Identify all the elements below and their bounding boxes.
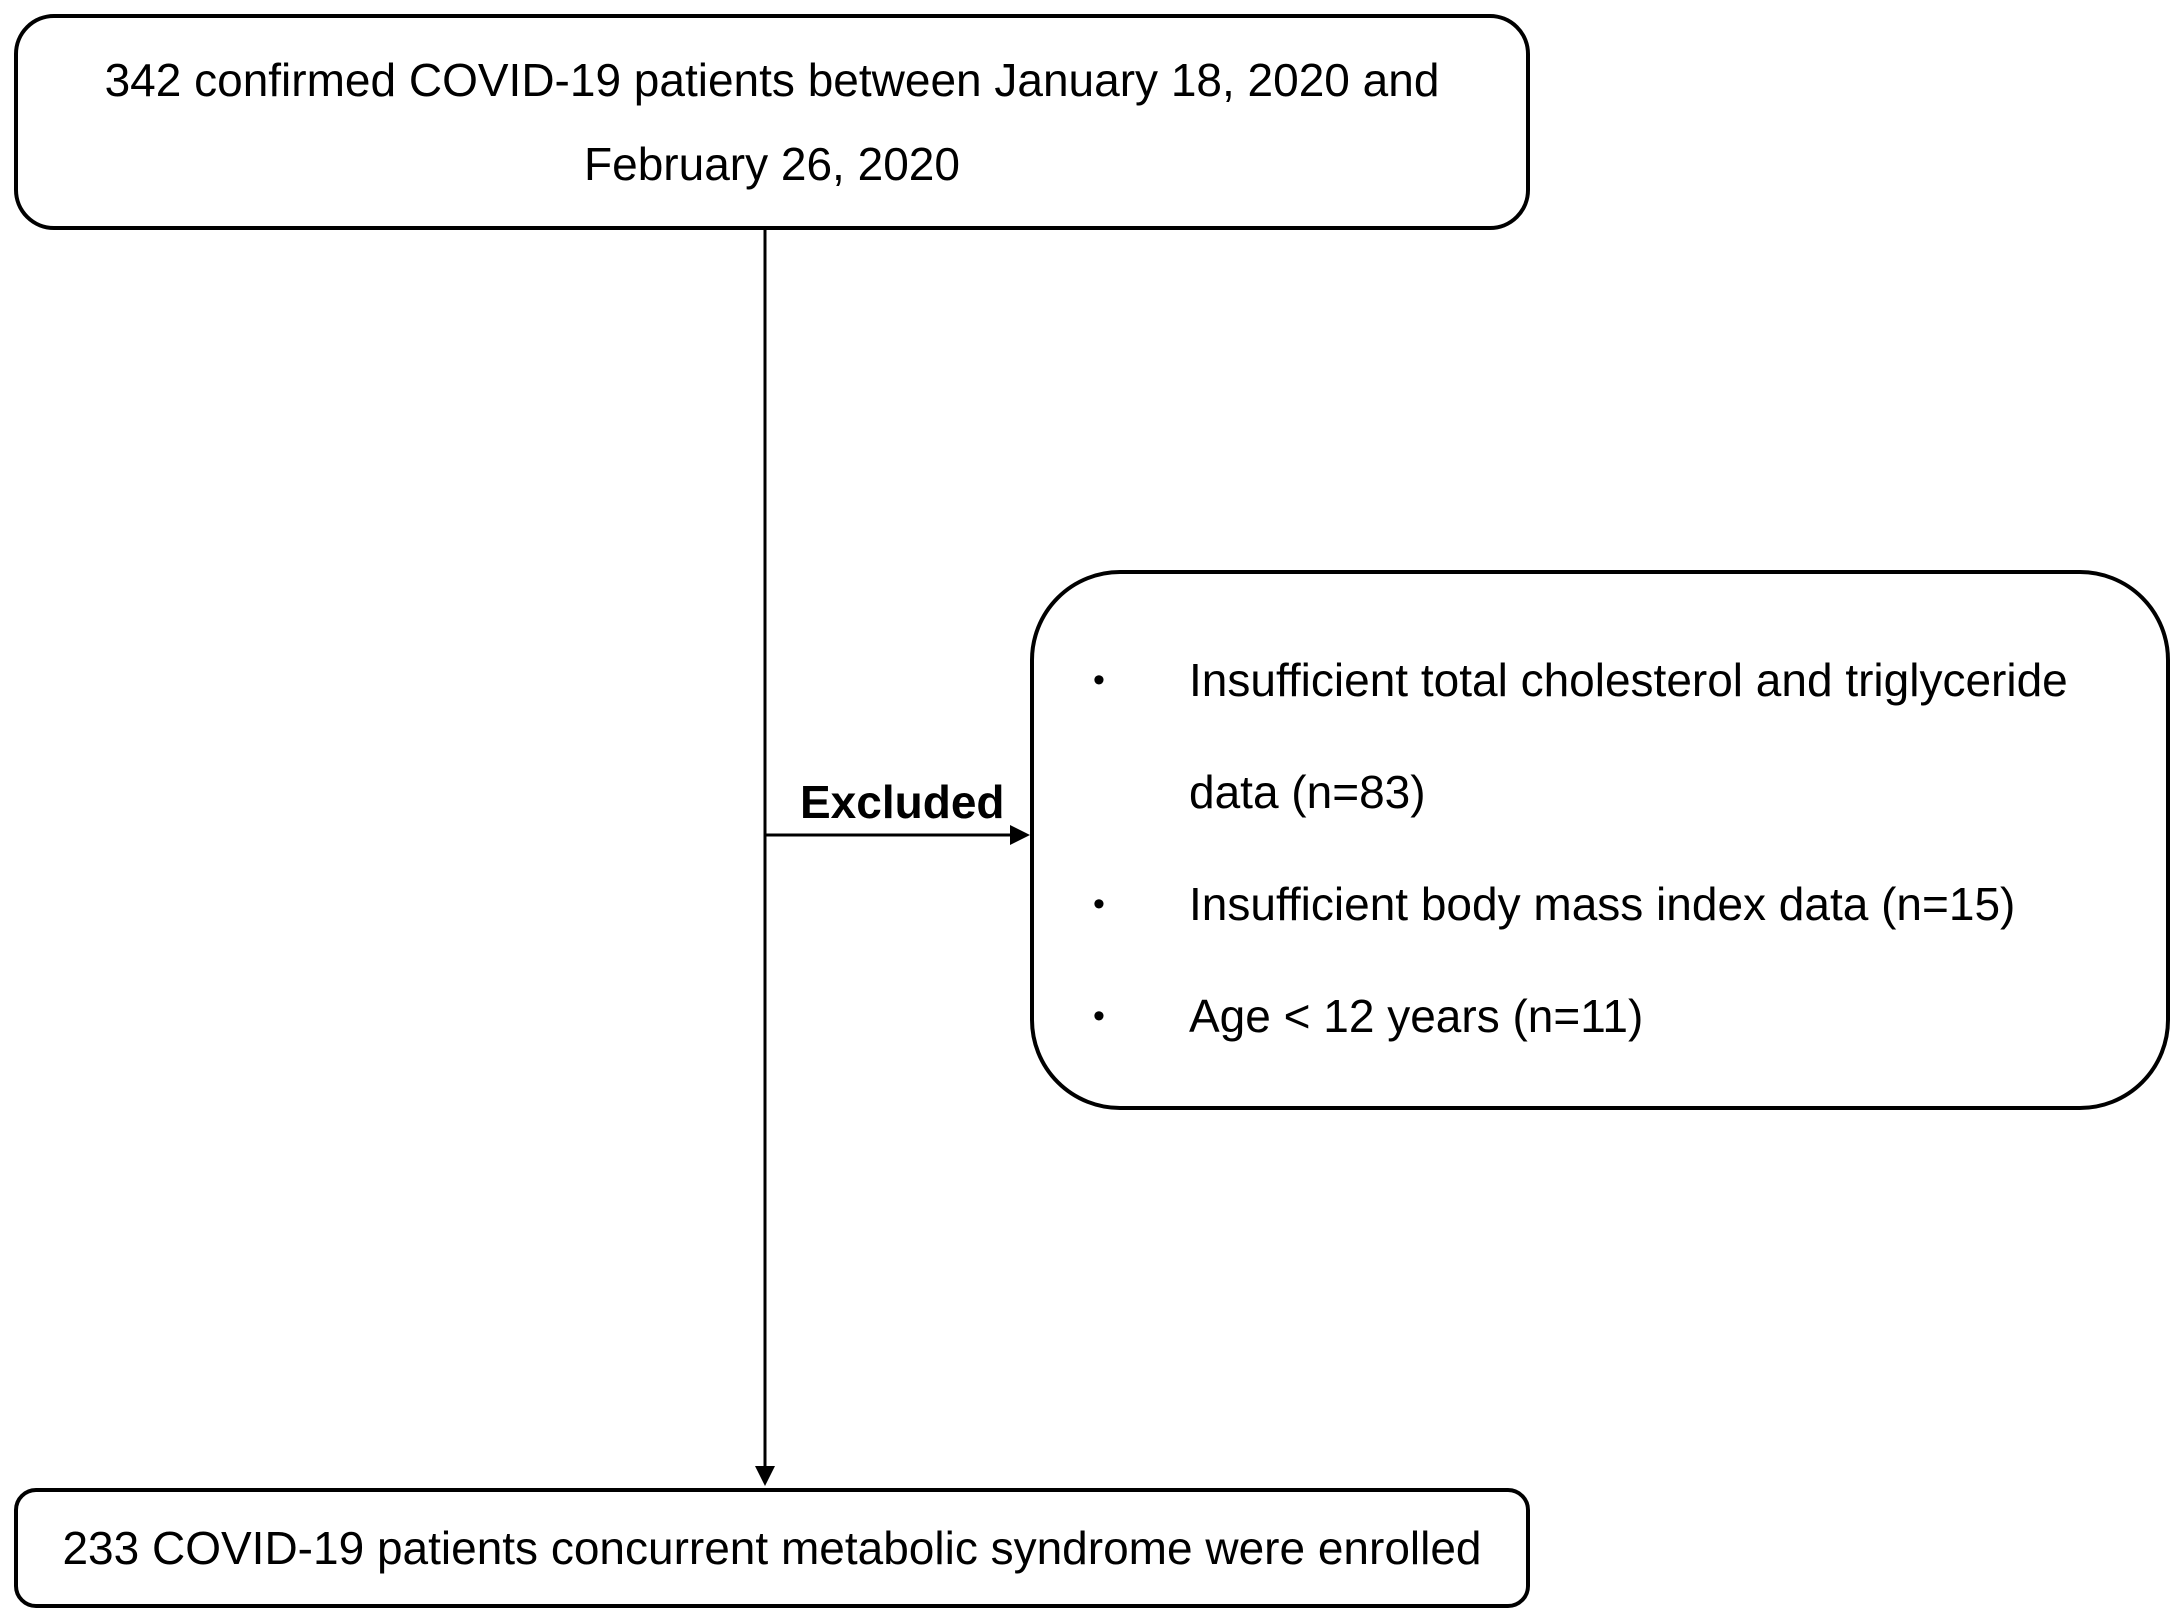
excluded-label: Excluded bbox=[800, 776, 1005, 828]
exclusion-item-text-continued: data (n=83) bbox=[1189, 766, 1426, 818]
enrolled-population-text: 233 COVID-19 patients concurrent metabol… bbox=[62, 1522, 1482, 1574]
source-population-box: 342 confirmed COVID-19 patients between … bbox=[14, 14, 1530, 230]
exclusion-item-text: Insufficient total cholesterol and trigl… bbox=[1189, 654, 2068, 706]
enrolled-population-box: 233 COVID-19 patients concurrent metabol… bbox=[14, 1488, 1530, 1608]
source-population-line-1: 342 confirmed COVID-19 patients between … bbox=[104, 54, 1440, 106]
exclusion-item-age: • Age < 12 years (n=11) bbox=[1089, 960, 2149, 1072]
exclusion-criteria-list: • Insufficient total cholesterol and tri… bbox=[1089, 624, 2149, 1072]
bullet-icon: • bbox=[1093, 661, 1105, 699]
exclusion-criteria-box: • Insufficient total cholesterol and tri… bbox=[1030, 570, 2170, 1110]
exclusion-item-text: Insufficient body mass index data (n=15) bbox=[1189, 878, 2016, 930]
main-arrow-head bbox=[755, 1466, 775, 1486]
bullet-icon: • bbox=[1093, 997, 1105, 1035]
exclusion-arrow-head bbox=[1010, 825, 1030, 845]
bullet-icon: • bbox=[1093, 885, 1105, 923]
exclusion-item-cholesterol: • Insufficient total cholesterol and tri… bbox=[1089, 624, 2149, 848]
exclusion-item-bmi: • Insufficient body mass index data (n=1… bbox=[1089, 848, 2149, 960]
exclusion-item-text: Age < 12 years (n=11) bbox=[1189, 990, 1644, 1042]
source-population-line-2: February 26, 2020 bbox=[584, 138, 960, 190]
